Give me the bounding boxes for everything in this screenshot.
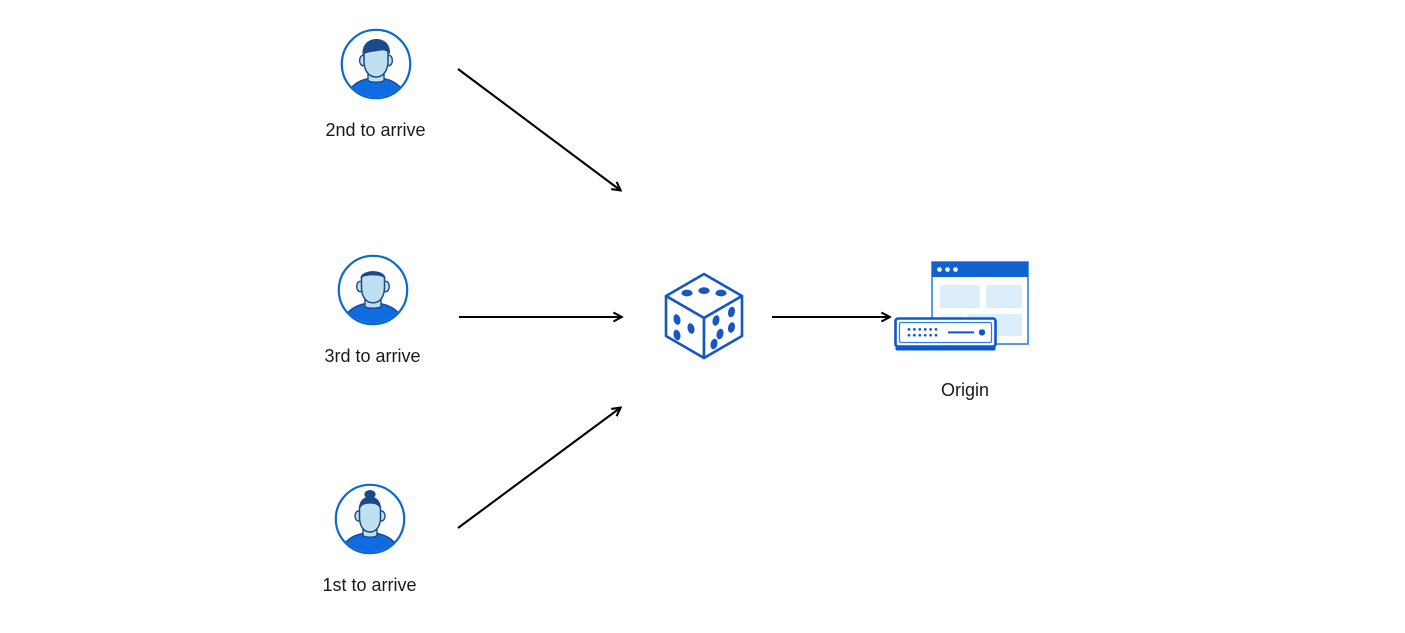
node-visitor-2nd[interactable]: 2nd to arrive xyxy=(298,28,453,141)
node-label-visitor-1st: 1st to arrive xyxy=(322,575,417,595)
user-avatar-icon xyxy=(340,28,412,105)
node-label-visitor-3rd: 3rd to arrive xyxy=(324,346,421,366)
node-visitor-3rd[interactable]: 3rd to arrive xyxy=(295,254,450,367)
user-avatar-icon xyxy=(334,483,406,560)
router-appliance xyxy=(894,317,997,351)
user-avatar-icon xyxy=(337,254,409,331)
dice-icon xyxy=(658,268,750,369)
node-label-origin: Origin xyxy=(940,380,989,400)
arrow-1st-to-dice xyxy=(457,408,620,529)
origin-server-icon xyxy=(890,258,1040,369)
arrow-2nd-to-dice xyxy=(457,68,620,190)
node-dice[interactable] xyxy=(658,268,750,369)
node-label-visitor-2nd: 2nd to arrive xyxy=(325,120,426,140)
node-visitor-1st[interactable]: 1st to arrive xyxy=(292,483,447,596)
node-origin[interactable]: Origin xyxy=(890,258,1040,401)
